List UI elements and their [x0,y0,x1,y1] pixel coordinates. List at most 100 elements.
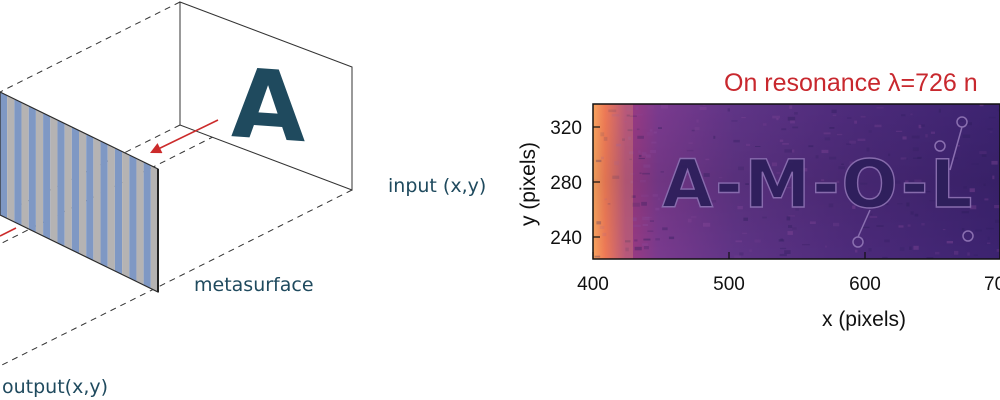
metasurface-stripe [136,158,144,285]
speckle [743,217,748,221]
speckle [611,114,620,117]
speckle [910,211,914,215]
speckle [626,114,630,117]
speckle [788,161,794,163]
speckle [646,132,654,136]
speckle [846,143,851,145]
speckle [790,120,795,124]
speckle [645,154,651,158]
speckle [638,154,642,158]
speckle [860,115,866,118]
speckle [975,229,982,232]
y-tick-label: 280 [550,173,582,194]
speckle [647,230,654,232]
speckle [829,156,837,160]
speckle [986,227,994,230]
speckle [868,130,872,133]
speckle [762,123,767,126]
speckle [737,206,743,210]
speckle [649,129,653,132]
speckle [680,165,687,169]
speckle [918,124,922,129]
speckle [687,218,692,223]
speckle [784,172,789,174]
speckle [651,141,657,144]
speckle [670,204,674,206]
speckle [784,187,791,189]
metasurface-stripe [50,116,58,243]
speckle [959,120,964,122]
speckle [788,215,796,217]
speckle [643,238,651,241]
speckle [921,223,925,226]
speckle [632,202,640,207]
speckle [607,203,611,205]
speckle [642,243,648,246]
speckle [913,157,921,159]
speckle [884,203,889,206]
speckle [992,175,995,180]
speckle [963,186,967,189]
speckle [996,249,1000,252]
speckle [849,161,854,166]
speckle [694,127,700,131]
speckle [838,166,845,170]
speckle [913,245,919,250]
metasurface-stripe [79,130,87,257]
speckle [878,190,885,195]
speckle [962,134,971,138]
speckle [781,128,787,131]
input-label: input (x,y) [388,175,486,197]
output-arrow [0,227,17,237]
speckle [649,220,654,222]
speckle [979,151,987,155]
y-axis-label: y (pixels) [517,142,540,226]
metasurface-stripes [0,92,158,292]
speckle [852,205,856,209]
speckle [703,222,711,227]
speckle [787,116,796,121]
speckle [602,232,607,237]
speckle [888,153,891,157]
speckle [634,239,638,242]
speckle [925,134,928,138]
image-decor-circles [852,116,974,248]
speckle [772,115,780,119]
speckle [922,190,931,193]
speckle [979,104,984,107]
speckle [662,227,668,231]
speckle [776,172,780,174]
speckle [640,194,649,197]
speckle [661,104,668,109]
speckle [874,124,882,128]
speckle [637,135,644,139]
metasurface-stripe [86,134,94,261]
speckle [809,221,816,224]
speckle [802,244,810,246]
speckle [984,198,989,201]
speckle [961,228,965,231]
speckle [612,175,620,179]
speckle [792,126,799,129]
speckle [779,139,784,142]
y-tick-label: 240 [550,228,582,249]
speckle [710,200,717,203]
speckle [749,249,752,252]
speckle [741,117,746,119]
speckle [882,256,888,258]
input-plane: A [179,1,353,191]
speckle [628,151,634,155]
speckle [833,222,840,227]
speckle [905,180,909,183]
speckle [800,168,808,172]
speckle [634,246,642,251]
speckle [788,225,793,228]
metasurface-stripe [0,92,8,219]
speckle [601,156,604,160]
speckle [636,128,640,131]
speckle [703,173,710,177]
x-axis-label: x (pixels) [822,308,906,331]
speckle [718,177,723,179]
speckle [653,131,657,134]
